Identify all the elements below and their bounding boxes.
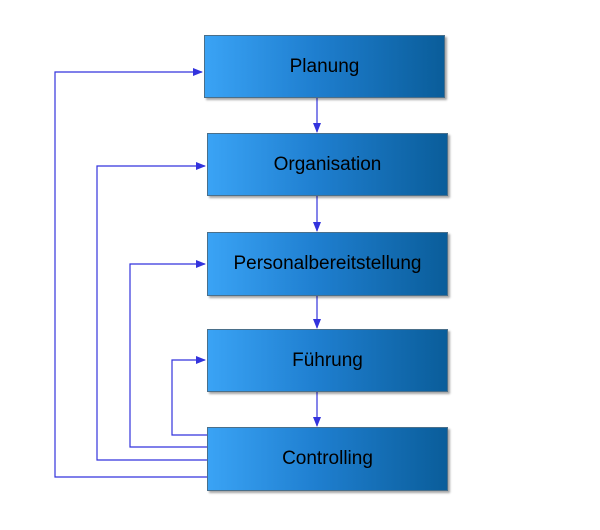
feedback-controlling-to-personalbereitstellung — [129, 260, 207, 448]
node-planung-label: Planung — [289, 55, 360, 77]
feedback-controlling-to-organisation — [96, 162, 207, 461]
node-controlling: Controlling — [207, 427, 448, 491]
node-organisation-label: Organisation — [273, 153, 382, 175]
node-personalbereitstellung: Personalbereitstellung — [207, 232, 448, 296]
feedback-controlling-to-planung — [54, 68, 207, 478]
node-personalbereitstellung-label: Personalbereitstellung — [233, 253, 422, 274]
node-fuehrung-label: Führung — [292, 349, 363, 371]
node-planung: Planung — [204, 35, 445, 98]
feedback-controlling-to-fuehrung — [171, 356, 207, 436]
node-organisation: Organisation — [207, 133, 448, 196]
node-fuehrung: Führung — [207, 329, 448, 392]
node-controlling-label: Controlling — [282, 448, 373, 469]
